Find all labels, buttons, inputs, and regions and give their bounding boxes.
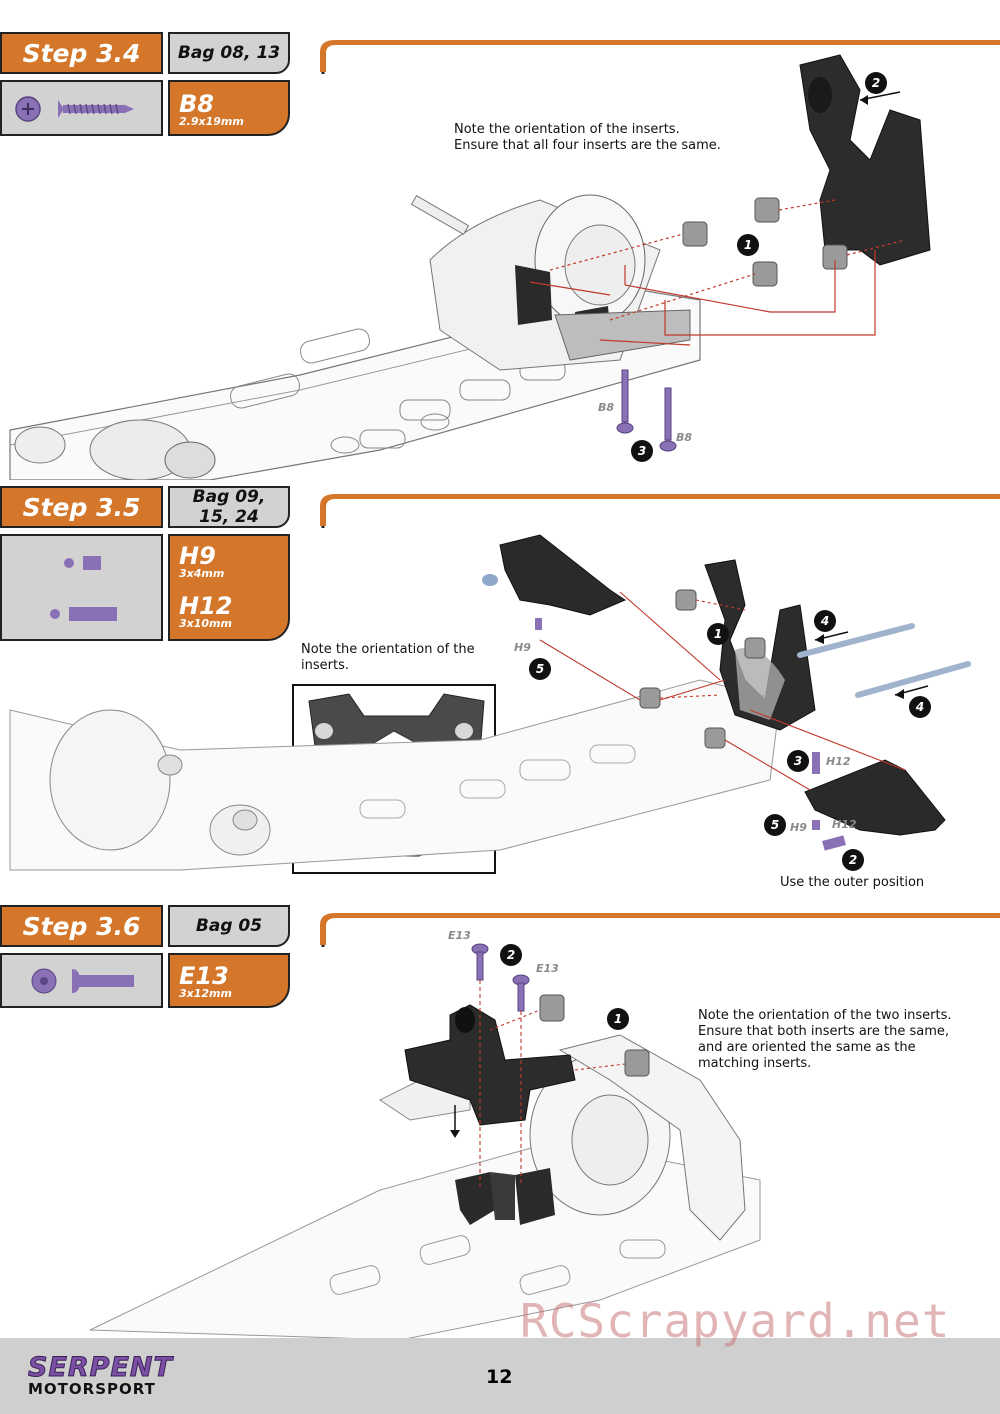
bag-label: Bag 09, 15, 24: [168, 486, 290, 528]
assembly-illustration: [9, 54, 931, 480]
part-label: E13: [536, 962, 559, 975]
callout-number: 5: [529, 658, 551, 680]
header-rule: [320, 40, 1000, 74]
part-code-box: H9 3x4mm H12 3x10mm: [168, 534, 290, 641]
part-code-box: E13 3x12mm: [168, 953, 290, 1008]
screw-icon: [15, 96, 134, 122]
step-note: Note the orientation of the two inserts.…: [698, 1008, 952, 1071]
callout-number: 5: [764, 814, 786, 836]
header-rule: [320, 494, 1000, 528]
callout-number: 1: [607, 1008, 629, 1030]
step-note: Note the orientation of the inserts. Ens…: [454, 122, 721, 153]
hardware-box: [0, 953, 163, 1008]
bag-label: Bag 08, 13: [168, 32, 290, 74]
header-rule: [320, 913, 1000, 947]
hardware-box: [0, 534, 163, 641]
step-title: Step 3.5: [0, 486, 163, 528]
callout-number: 3: [787, 750, 809, 772]
page-footer: [0, 1338, 1000, 1414]
page-number: 12: [486, 1366, 513, 1388]
hardware-box: [0, 80, 163, 136]
step-note: Note the orientation of the inserts.: [301, 642, 475, 673]
part-label: B8: [676, 431, 693, 444]
bag-text: Bag 08, 13: [177, 43, 281, 63]
callout-number: 3: [631, 440, 653, 462]
part-label: E13: [448, 929, 471, 942]
callout-number: 1: [707, 623, 729, 645]
short-pin-icon: [64, 556, 101, 570]
part-code: B8: [179, 90, 214, 118]
step-title: Step 3.4: [0, 32, 163, 74]
callout-number: 1: [737, 234, 759, 256]
step-note: Use the outer position: [780, 875, 925, 890]
button-screw-icon: [31, 968, 134, 994]
callout-number: 4: [814, 610, 836, 632]
bag-label: Bag 05: [168, 905, 290, 947]
part-label: H12: [832, 818, 857, 831]
long-pin-icon: [50, 607, 117, 621]
part-label: H12: [826, 755, 851, 768]
assembly-illustration: [9, 534, 971, 871]
step-title: Step 3.6: [0, 905, 163, 947]
part-label: H9: [790, 821, 807, 834]
watermark: RCScrapyard.net: [520, 1294, 951, 1348]
step-title-text: Step 3.4: [22, 38, 141, 68]
callout-number: 2: [500, 944, 522, 966]
brand-logo: SERPENT MOTORSPORT: [28, 1352, 173, 1398]
part-label: H9: [514, 641, 531, 654]
assembly-illustration: [89, 943, 761, 1340]
part-code-box: B8 2.9x19mm: [168, 80, 290, 136]
callout-number: 2: [865, 72, 887, 94]
callout-number: 4: [909, 696, 931, 718]
callout-number: 2: [842, 849, 864, 871]
part-size: 2.9x19mm: [179, 115, 244, 128]
part-label: B8: [598, 401, 615, 414]
